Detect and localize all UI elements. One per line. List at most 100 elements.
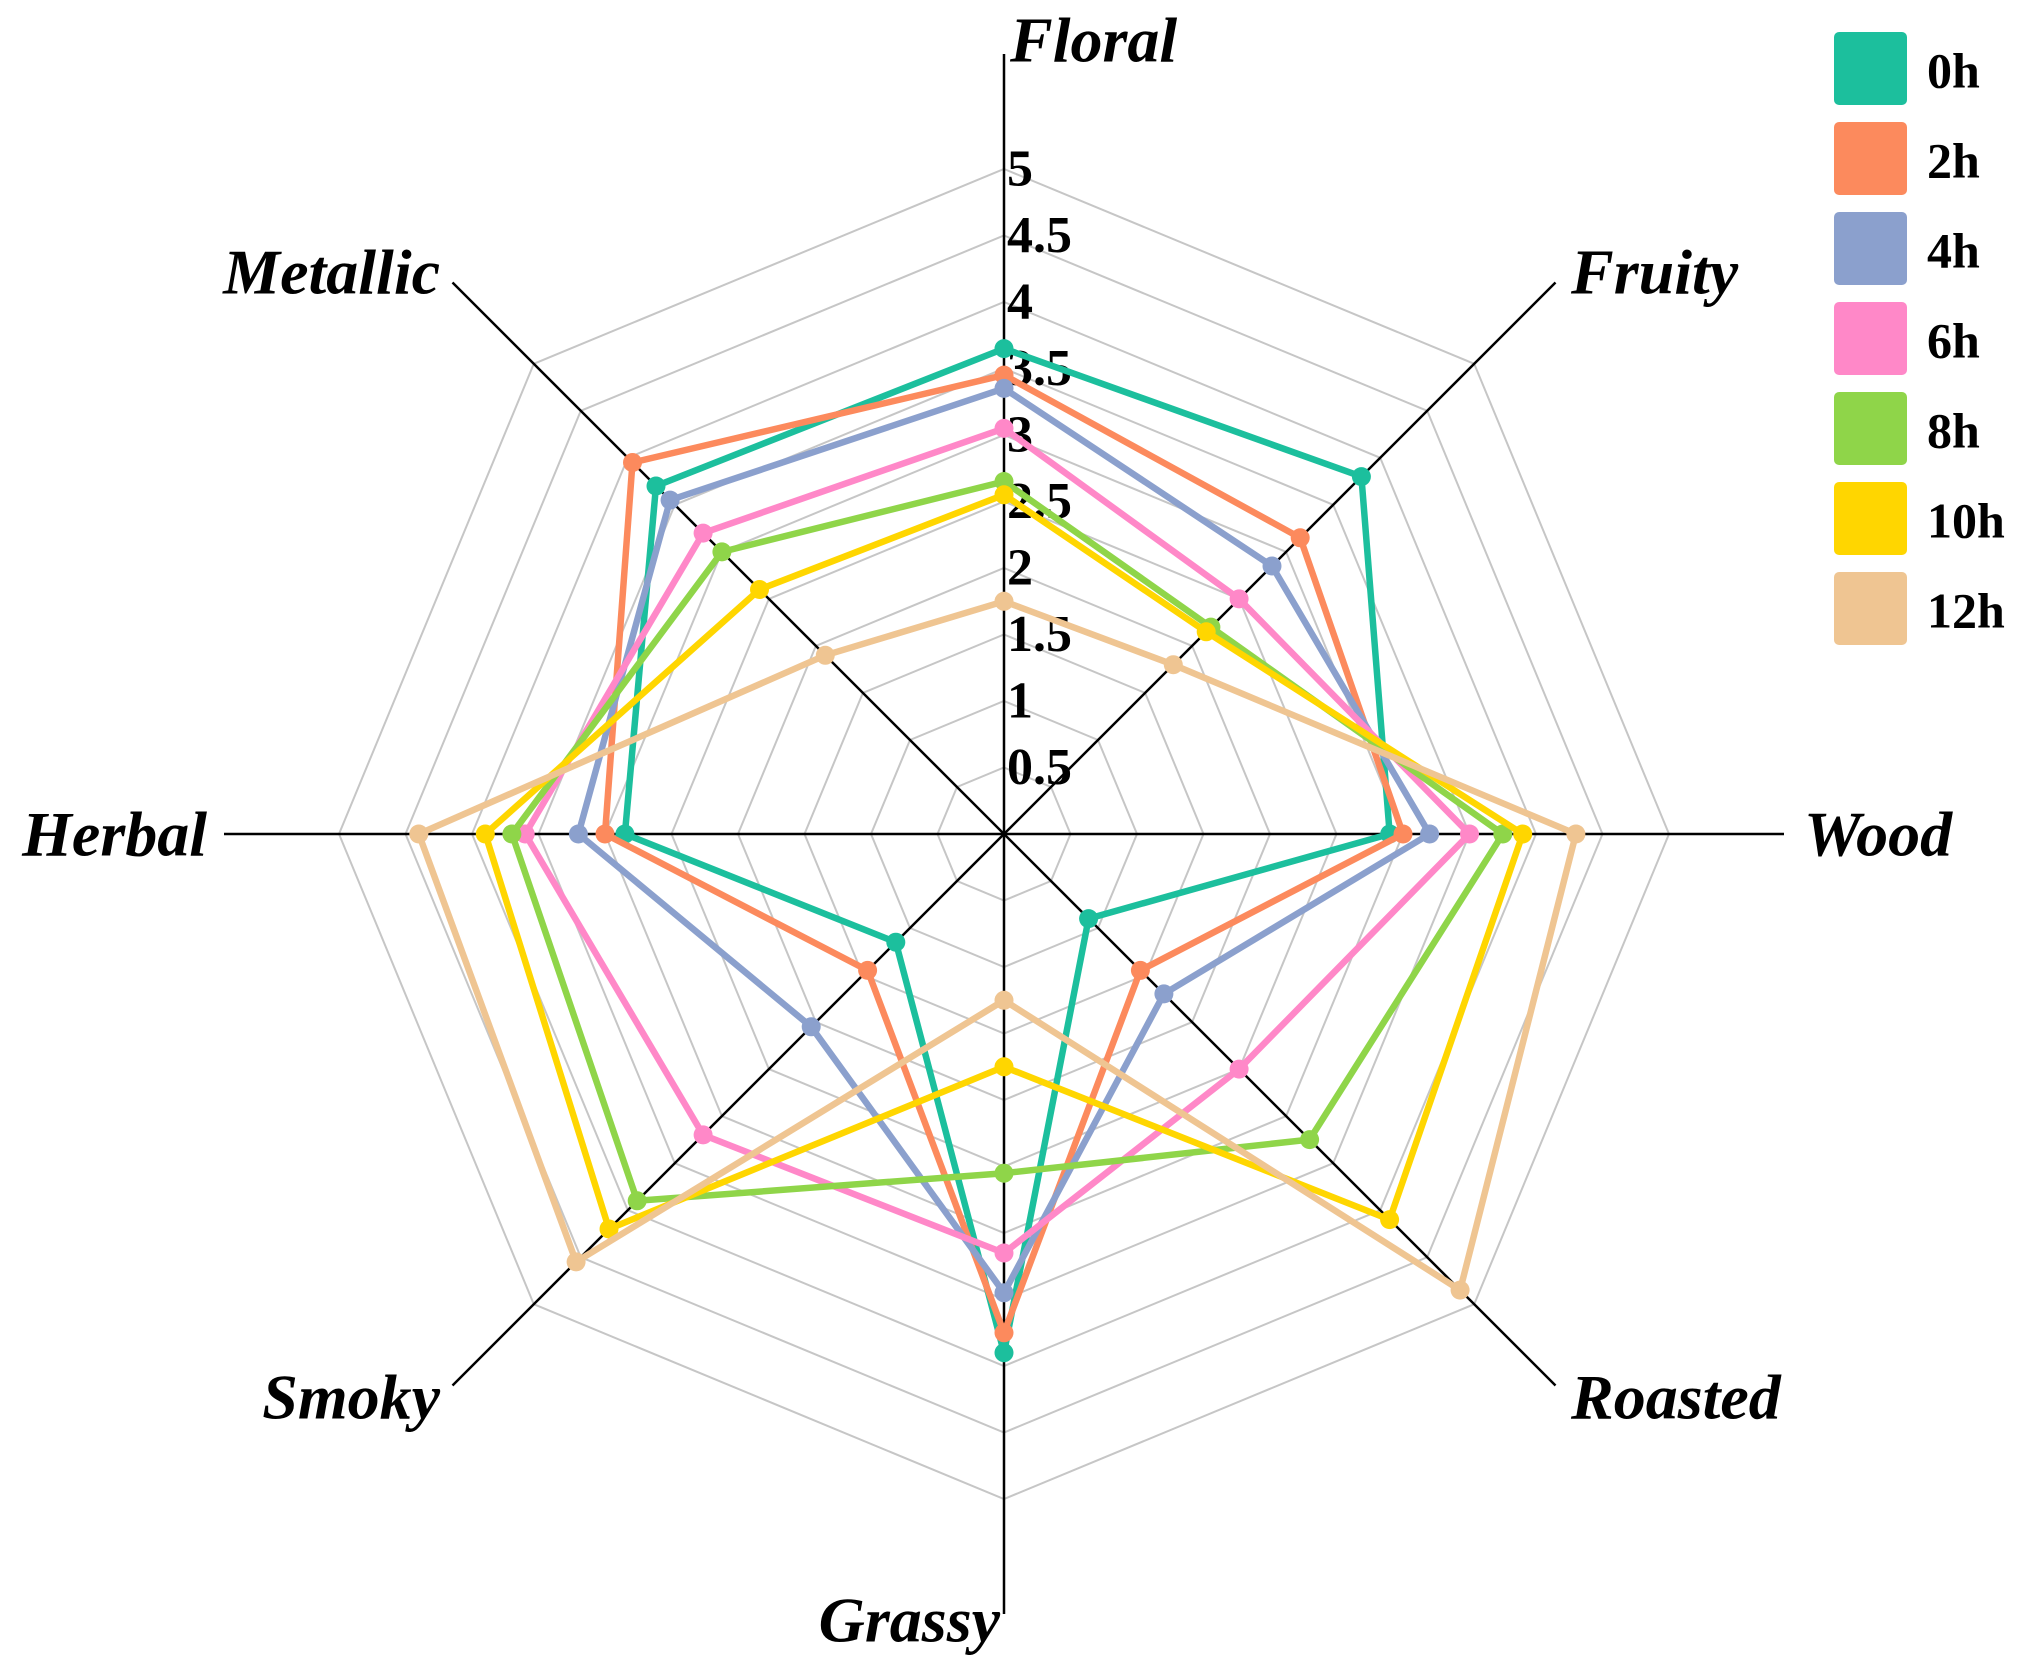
tick-label: 1 (1007, 673, 1033, 730)
legend-item: 0h (1834, 32, 1980, 105)
data-point (595, 824, 615, 844)
legend-swatch (1834, 302, 1907, 375)
legend-item: 4h (1834, 212, 1980, 285)
data-point (994, 378, 1014, 398)
data-point (1513, 824, 1533, 844)
axis-label-smoky: Smoky (262, 1362, 440, 1433)
legend-swatch (1834, 122, 1907, 195)
axis-label-roasted: Roasted (1570, 1362, 1782, 1433)
axis-label-fruity: Fruity (1570, 237, 1739, 308)
data-point (815, 645, 835, 665)
data-point (994, 1243, 1014, 1263)
legend-label: 10h (1927, 493, 2005, 549)
data-point (1420, 824, 1440, 844)
data-point (1566, 824, 1586, 844)
legend-label: 12h (1927, 583, 2005, 639)
data-point (994, 418, 1014, 438)
legend-swatch (1834, 32, 1907, 105)
data-point (1154, 984, 1174, 1004)
data-point (693, 1125, 713, 1145)
tick-labels-layer: 0.511.522.533.544.55 (1007, 141, 1072, 797)
data-point (623, 453, 642, 472)
tick-label: 0.5 (1007, 739, 1072, 796)
series-layer (409, 339, 1586, 1363)
data-point (858, 960, 878, 980)
data-point (693, 523, 713, 543)
data-point (1380, 1210, 1400, 1230)
data-point (1130, 960, 1150, 980)
data-point (994, 472, 1014, 491)
legend-swatch (1834, 572, 1907, 645)
data-point (1460, 824, 1479, 844)
data-point (515, 824, 535, 844)
axis-labels-layer: Floral Fruity Wood Roasted Grassy Smoky … (21, 5, 1953, 1656)
legend-item: 2h (1834, 122, 1980, 195)
axis-label-herbal: Herbal (21, 799, 207, 870)
data-point (1300, 1130, 1320, 1150)
data-point (1450, 1280, 1470, 1300)
data-point (409, 824, 429, 844)
data-point (646, 476, 666, 496)
tick-label: 5 (1007, 141, 1033, 198)
data-point (566, 1252, 586, 1272)
data-point (1163, 655, 1183, 675)
data-point (1079, 909, 1099, 929)
data-point (994, 1283, 1014, 1303)
data-point (1229, 589, 1249, 609)
legend-item: 10h (1834, 482, 2005, 555)
data-point (502, 824, 522, 844)
data-point (1493, 824, 1513, 844)
data-point (994, 1323, 1014, 1343)
legend-item: 8h (1834, 392, 1980, 465)
legend-label: 0h (1927, 43, 1980, 99)
data-point (712, 542, 732, 562)
data-point (994, 1343, 1014, 1363)
data-point (660, 490, 680, 510)
legend-swatch (1834, 212, 1907, 285)
tick-label: 4.5 (1007, 207, 1072, 264)
data-point (750, 580, 769, 599)
data-point (1351, 467, 1371, 487)
data-point (1262, 556, 1282, 576)
data-point (801, 1017, 821, 1037)
legend-swatch (1834, 392, 1907, 465)
data-point (1393, 824, 1413, 844)
axis-label-wood: Wood (1804, 799, 1953, 870)
tick-label: 4 (1007, 274, 1033, 331)
axis-line-smoky (451, 833, 1005, 1387)
data-point (994, 485, 1014, 505)
legend-swatch (1834, 482, 1907, 555)
data-point (994, 990, 1014, 1010)
data-point (994, 339, 1014, 359)
data-point (994, 1163, 1014, 1183)
tick-label: 2 (1007, 540, 1033, 597)
series-4h (568, 378, 1440, 1303)
data-point (1196, 622, 1216, 642)
legend-item: 12h (1834, 572, 2005, 645)
data-point (627, 1191, 647, 1211)
data-point (994, 365, 1014, 385)
legend: 0h 2h 4h 6h 8h 10h 12h (1834, 32, 2005, 645)
data-point (1290, 528, 1310, 548)
data-point (994, 591, 1014, 611)
legend-label: 2h (1927, 133, 1980, 189)
data-point (599, 1219, 619, 1239)
series-2h (595, 365, 1413, 1343)
series-6h (515, 418, 1479, 1263)
axis-label-metallic: Metallic (222, 237, 440, 308)
data-point (1229, 1059, 1249, 1079)
legend-item: 6h (1834, 302, 1980, 375)
series-0h (615, 339, 1400, 1363)
legend-label: 8h (1927, 403, 1980, 459)
data-point (475, 824, 495, 844)
axis-line-fruity (1003, 281, 1557, 835)
axes-layer (224, 54, 1784, 1614)
legend-label: 6h (1927, 313, 1980, 369)
axis-label-floral: Floral (1009, 5, 1177, 76)
data-point (994, 1057, 1014, 1077)
legend-label: 4h (1927, 223, 1980, 279)
axis-label-grassy: Grassy (819, 1585, 1001, 1656)
data-point (886, 932, 906, 952)
data-point (568, 824, 588, 844)
